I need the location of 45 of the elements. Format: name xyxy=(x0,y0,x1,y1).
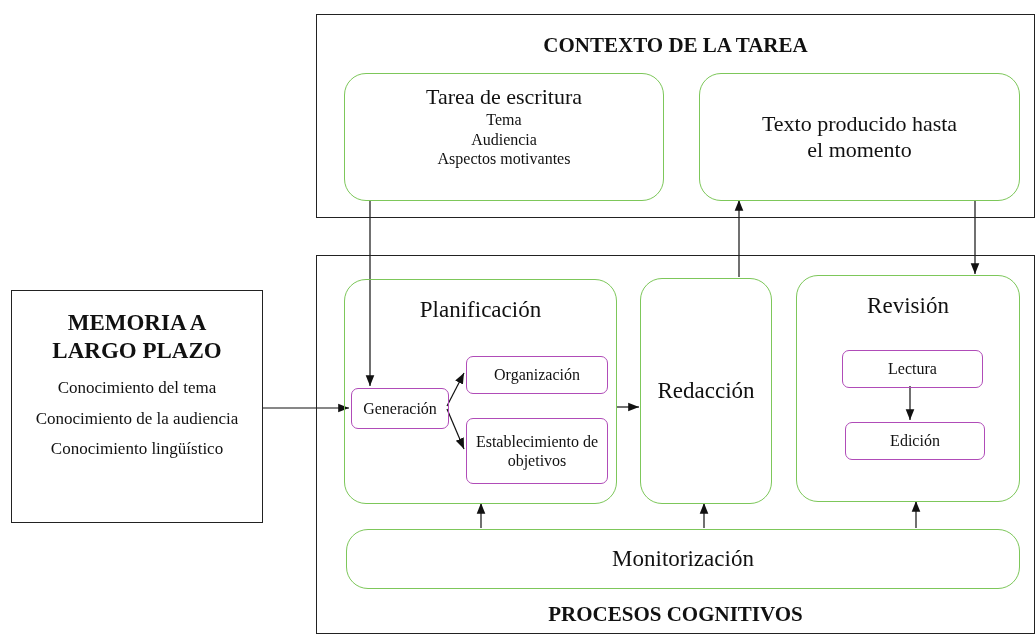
subprocess-box xyxy=(351,388,449,429)
heading: MEMORIA A LARGO PLAZO xyxy=(51,309,223,365)
process-panel xyxy=(316,255,1035,634)
arrow xyxy=(365,199,375,387)
process-box xyxy=(344,279,617,504)
arrow xyxy=(476,502,486,529)
item-text: Conocimiento lingüístico xyxy=(50,438,224,460)
item-text: Conocimiento del tema xyxy=(57,378,217,399)
heading: CONTEXTO DE LA TAREA xyxy=(543,33,808,59)
heading: Lectura xyxy=(888,359,937,379)
heading: Planificación xyxy=(419,296,542,324)
item-text: Audiencia xyxy=(471,129,537,149)
subprocess-box xyxy=(842,350,983,388)
arrow xyxy=(262,403,350,413)
subprocess-box xyxy=(466,418,608,484)
arrow xyxy=(615,402,640,412)
heading: Texto producido hasta el momento xyxy=(760,110,959,164)
heading: Establecimiento de objetivos xyxy=(474,431,600,471)
arrow xyxy=(911,500,921,529)
heading: Redacción xyxy=(657,377,755,405)
item-text: Tema xyxy=(486,110,522,130)
heading: Edición xyxy=(890,431,940,451)
arrow xyxy=(734,199,744,278)
heading: Monitorización xyxy=(612,545,754,573)
subprocess-box xyxy=(466,356,608,394)
arrow xyxy=(446,408,465,450)
task-box xyxy=(344,73,664,201)
process-box xyxy=(796,275,1020,502)
item-text: Aspectos motivantes xyxy=(437,148,571,168)
heading: Generación xyxy=(363,398,437,419)
monitoring-box xyxy=(346,529,1020,589)
context-panel xyxy=(316,14,1035,218)
subprocess-box xyxy=(845,422,985,460)
arrow xyxy=(446,372,465,407)
process-box xyxy=(640,278,772,504)
arrow xyxy=(970,199,980,275)
heading: PROCESOS COGNITIVOS xyxy=(548,601,803,627)
arrow xyxy=(699,502,709,529)
heading: Revisión xyxy=(867,292,949,320)
text-box xyxy=(699,73,1020,201)
item-text: Conocimiento de la audiencia xyxy=(35,408,239,429)
arrow xyxy=(905,385,915,421)
heading: Organización xyxy=(494,365,580,385)
memory-box xyxy=(11,290,263,523)
heading: Tarea de escritura xyxy=(426,84,582,111)
